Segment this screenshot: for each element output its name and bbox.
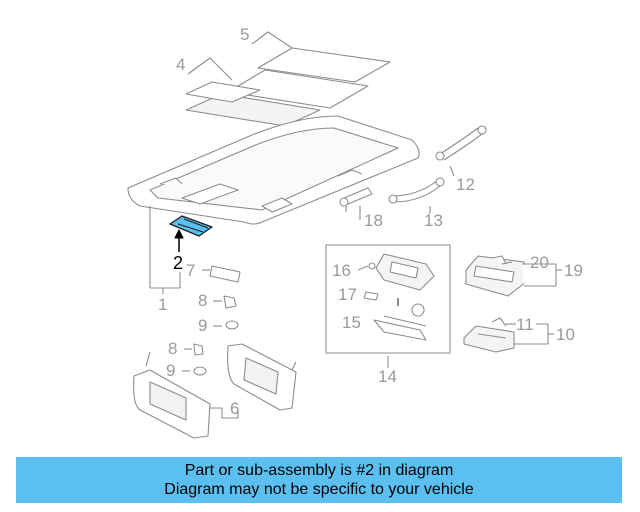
lamp-10 [463, 317, 554, 353]
callout-4: 4 [176, 55, 186, 74]
assist-grips [339, 125, 487, 212]
insulator-pads [185, 47, 391, 127]
group-14 [325, 244, 451, 368]
part-7 [202, 265, 241, 283]
callout-8b: 8 [168, 339, 178, 358]
part-2-highlighted [169, 215, 213, 237]
callout-10: 10 [556, 325, 575, 344]
banner-line-2: Diagram may not be specific to your vehi… [164, 481, 474, 498]
callout-11: 11 [516, 315, 534, 334]
callout-9a: 9 [198, 316, 208, 335]
callout-14: 14 [378, 367, 397, 386]
callout-1: 1 [158, 295, 168, 314]
callout-8a: 8 [198, 291, 208, 310]
callout-20: 20 [530, 253, 549, 272]
callout-9b: 9 [166, 361, 176, 380]
banner-line-1: Part or sub-assembly is #2 in diagram [184, 462, 454, 479]
info-banner: Part or sub-assembly is #2 in diagram Di… [16, 457, 622, 503]
callout-17: 17 [338, 285, 357, 304]
callout-12: 12 [456, 175, 475, 194]
callout-2: 2 [173, 253, 184, 273]
callout-18: 18 [364, 211, 383, 230]
callout-7: 7 [186, 261, 196, 280]
leader-lines-6 [210, 407, 239, 419]
callout-5: 5 [240, 25, 250, 44]
dome-lamp-19 [465, 255, 562, 297]
callout-15: 15 [342, 313, 361, 332]
callout-19: 19 [564, 261, 583, 280]
callout-13: 13 [424, 211, 443, 230]
parts-8-9 [182, 295, 239, 376]
leader-lines-1 [149, 206, 181, 294]
callout-16: 16 [332, 261, 351, 280]
sun-visors [133, 343, 297, 439]
callout-6: 6 [230, 399, 240, 418]
leader-lines-4-5 [187, 31, 293, 81]
headliner [127, 115, 420, 225]
